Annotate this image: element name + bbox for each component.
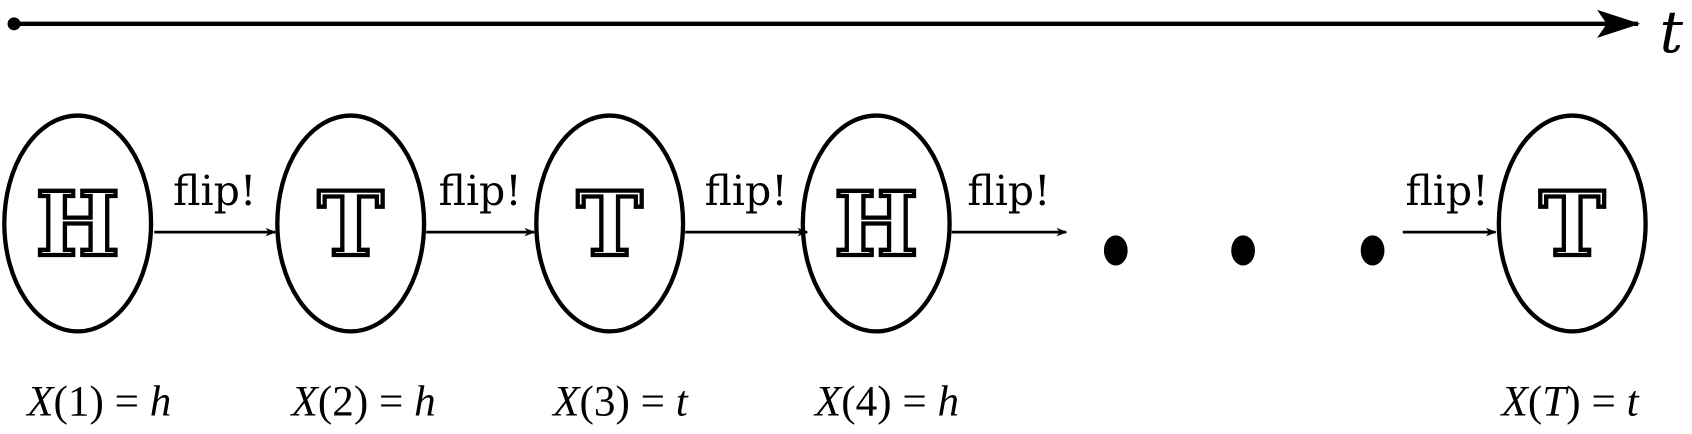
coin-outcome-label: X(1) = h	[25, 379, 171, 426]
time-axis-label: t	[1660, 0, 1684, 66]
flip-transition-1: flip!	[154, 167, 277, 237]
ellipsis-dot	[1360, 235, 1385, 266]
label-paren: ) =	[354, 379, 414, 426]
coin-5: TX(T) = t	[1496, 113, 1648, 426]
coin-face: T	[318, 172, 384, 276]
coin-face: H	[834, 172, 918, 276]
flip-label: flip!	[967, 167, 1050, 215]
coin-face: H	[36, 172, 120, 276]
time-axis: t	[7, 0, 1684, 66]
ellipsis	[1103, 235, 1385, 266]
time-origin-dot	[7, 17, 21, 31]
label-variable: X	[551, 379, 581, 426]
label-variable: X	[290, 379, 320, 426]
label-value: t	[1627, 379, 1640, 426]
label-index: 2	[332, 379, 354, 426]
flip-label: flip!	[173, 167, 256, 215]
coin-outcome-label: X(4) = h	[813, 379, 959, 426]
label-value: t	[676, 379, 689, 426]
label-paren: ) =	[877, 379, 937, 426]
flip-transition-3: flip!	[685, 167, 809, 237]
coin-outline	[275, 113, 427, 334]
label-paren: (	[841, 379, 855, 426]
label-variable: X	[25, 379, 55, 426]
coin-outcome-label: X(2) = h	[290, 379, 436, 426]
flip-label: flip!	[1405, 167, 1488, 215]
flip-label: flip!	[705, 167, 788, 215]
coin-outline	[800, 113, 952, 334]
label-paren: ) =	[1566, 379, 1626, 426]
coin-outline	[1496, 113, 1648, 334]
coin-outline	[2, 113, 154, 334]
label-paren: ) =	[615, 379, 675, 426]
label-index: 3	[594, 379, 616, 426]
label-value: h	[414, 379, 436, 426]
coin-1: H X(1) = h	[2, 113, 171, 426]
flip-label: flip!	[439, 167, 522, 215]
coin-3: T X(3) = t	[534, 113, 689, 426]
label-index: 4	[856, 379, 878, 426]
ellipsis-dot	[1103, 235, 1128, 266]
coin-outcome-label: X(3) = t	[551, 379, 689, 426]
label-value: h	[150, 379, 172, 426]
label-paren: (	[580, 379, 594, 426]
coin-outcome-label: X(T) = t	[1500, 379, 1640, 426]
flip-transition-5: flip!	[1402, 167, 1497, 237]
flip-transition-4: flip!	[951, 167, 1068, 237]
label-variable: X	[813, 379, 843, 426]
ellipsis-dot	[1231, 235, 1255, 266]
label-paren: (	[318, 379, 332, 426]
flip-transition-2: flip!	[426, 167, 536, 237]
label-paren: ) =	[90, 379, 150, 426]
coin-face: T	[577, 172, 643, 276]
label-value: h	[938, 379, 960, 426]
label-index: T	[1542, 379, 1569, 426]
label-paren: (	[54, 379, 68, 426]
label-paren: (	[1528, 379, 1542, 426]
coin-4: H X(4) = h	[800, 113, 959, 426]
coin-outline	[534, 113, 686, 334]
label-variable: X	[1500, 379, 1530, 426]
coin-2: T X(2) = h	[275, 113, 436, 426]
coin-face: T	[1539, 172, 1605, 276]
label-index: 1	[68, 379, 90, 426]
